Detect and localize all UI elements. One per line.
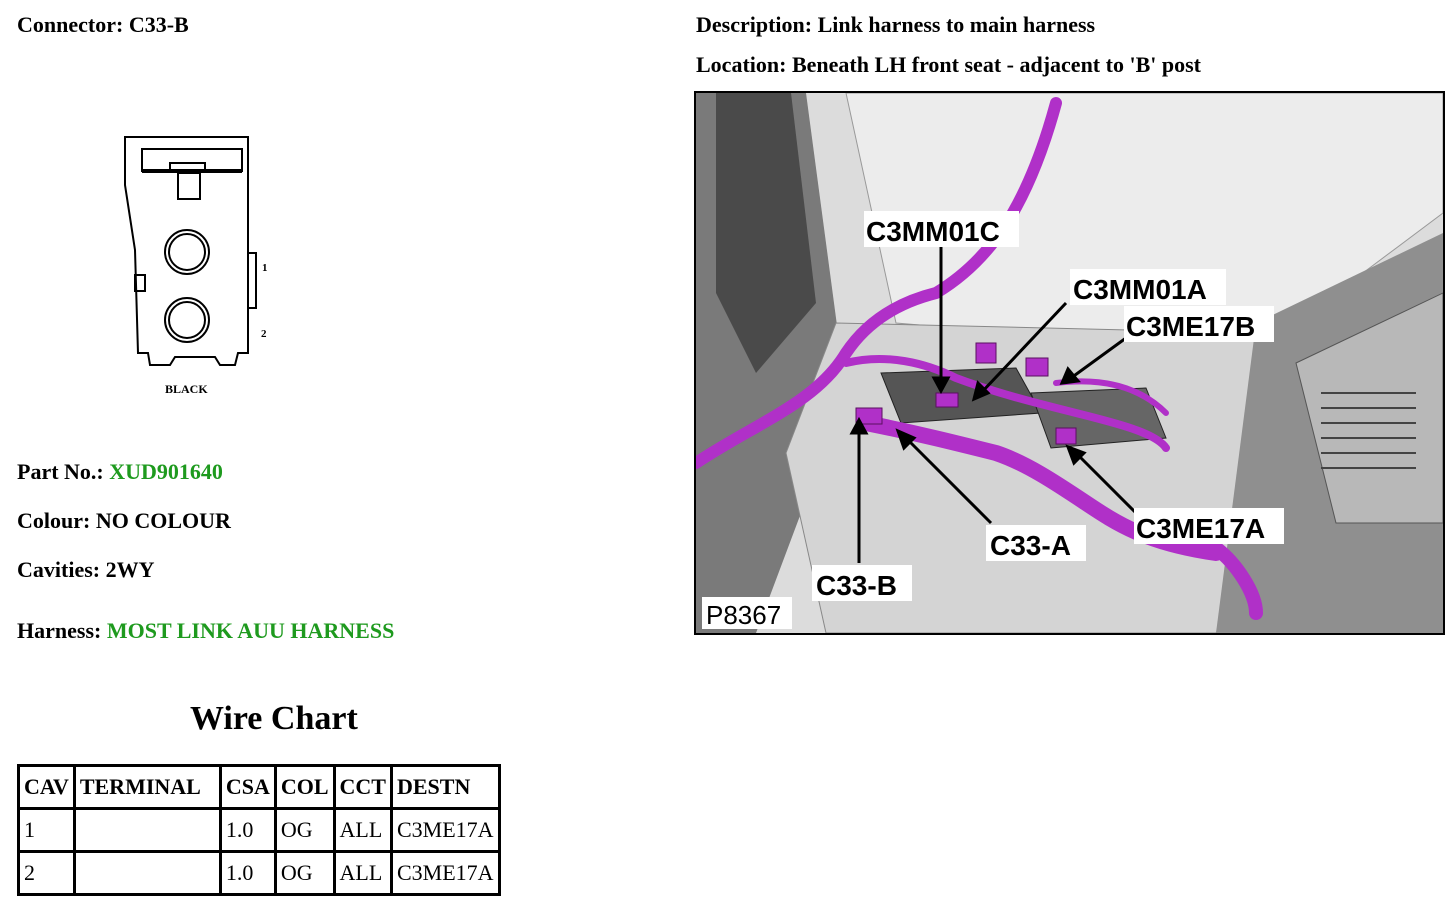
photo-reference: P8367: [706, 600, 781, 630]
table-row: 2 1.0 OG ALL C3ME17A: [17, 850, 501, 896]
pin-label-2: 2: [261, 328, 267, 340]
location-label: Location:: [696, 52, 787, 77]
callout-c3mm01c: C3MM01C: [866, 216, 1000, 247]
connector-line: Connector: C33-B: [17, 12, 189, 38]
location-value: Beneath LH front seat - adjacent to 'B' …: [791, 52, 1201, 77]
connector-value: C33-B: [128, 12, 189, 37]
location-illustration: C3MM01C C3MM01A C3ME17B C3ME17A C33-A C3…: [696, 93, 1443, 633]
colour-line: Colour: NO COLOUR: [17, 508, 231, 534]
cell-terminal: [72, 850, 222, 896]
description-label: Description:: [696, 12, 813, 37]
table-row: 1 1.0 OG ALL C3ME17A: [17, 807, 501, 853]
wire-chart-title: Wire Chart: [190, 700, 358, 737]
cell-destn: C3ME17A: [389, 850, 501, 896]
part-number-link[interactable]: XUD901640: [109, 459, 223, 484]
cell-csa: 1.0: [218, 807, 277, 853]
cell-col: OG: [273, 850, 336, 896]
wire-chart-header-row: CAV TERMINAL CSA COL CCT DESTN: [17, 764, 501, 810]
colour-value: NO COLOUR: [95, 508, 231, 533]
wire-chart-table: CAV TERMINAL CSA COL CCT DESTN 1 1.0 OG …: [17, 764, 501, 896]
location-photo: C3MM01C C3MM01A C3ME17B C3ME17A C33-A C3…: [694, 91, 1445, 635]
description-value: Link harness to main harness: [817, 12, 1096, 37]
cell-terminal: [72, 807, 222, 853]
connector-color-text: BLACK: [165, 382, 208, 396]
cell-cav: 2: [17, 850, 76, 896]
callout-c33-a: C33-A: [990, 530, 1071, 561]
callout-c3mm01a: C3MM01A: [1073, 274, 1207, 305]
col-cav: CAV: [17, 764, 76, 810]
cell-csa: 1.0: [218, 850, 277, 896]
cavities-line: Cavities: 2WY: [17, 557, 154, 583]
part-label: Part No.:: [17, 459, 104, 484]
cavities-label: Cavities:: [17, 557, 101, 582]
callout-c3me17b: C3ME17B: [1126, 311, 1255, 342]
description-line: Description: Link harness to main harnes…: [696, 12, 1095, 38]
location-line: Location: Beneath LH front seat - adjace…: [696, 52, 1201, 78]
harness-line: Harness: MOST LINK AUU HARNESS: [17, 618, 394, 644]
col-csa: CSA: [218, 764, 277, 810]
colour-label: Colour:: [17, 508, 91, 533]
callout-c3me17a: C3ME17A: [1136, 513, 1265, 544]
cell-destn: C3ME17A: [389, 807, 501, 853]
connector-label: Connector:: [17, 12, 124, 37]
harness-link[interactable]: MOST LINK AUU HARNESS: [106, 618, 395, 643]
cell-cct: ALL: [332, 807, 393, 853]
cell-col: OG: [273, 807, 336, 853]
part-line: Part No.: XUD901640: [17, 459, 223, 485]
connector-diagram: 1 2 BLACK: [124, 136, 268, 396]
cell-cct: ALL: [332, 850, 393, 896]
cavities-value: 2WY: [105, 557, 155, 582]
col-cct: CCT: [332, 764, 393, 810]
col-destn: DESTN: [389, 764, 501, 810]
cell-cav: 1: [17, 807, 76, 853]
col-terminal: TERMINAL: [72, 764, 222, 810]
pin-label-1: 1: [262, 262, 268, 274]
col-col: COL: [273, 764, 336, 810]
callout-c33-b: C33-B: [816, 570, 897, 601]
harness-label: Harness:: [17, 618, 102, 643]
